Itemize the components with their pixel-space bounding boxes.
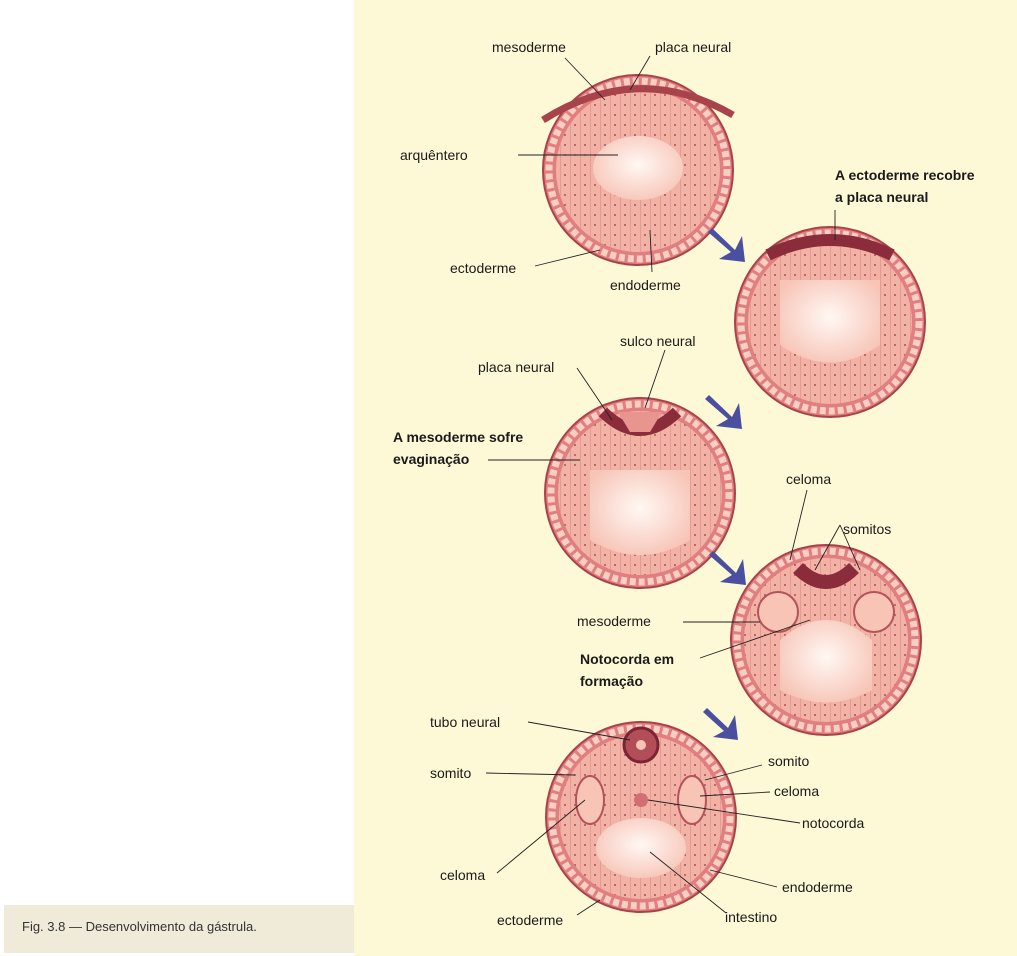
embryo-stage-3 (545, 398, 735, 588)
title-stage-2-line1: A ectoderme recobre (835, 167, 975, 183)
arrow-icon (705, 395, 742, 429)
label-endoderme-1: endoderme (610, 277, 681, 293)
title-stage-3-line1: A mesoderme sofre (393, 429, 523, 445)
label-celoma-4: celoma (786, 471, 831, 487)
label-placa-neural-3: placa neural (478, 359, 554, 375)
label-sulco-neural: sulco neural (620, 333, 696, 349)
label-mesoderme-4: mesoderme (577, 613, 651, 629)
embryo-stage-5 (546, 722, 736, 912)
label-tubo-neural: tubo neural (430, 714, 500, 730)
embryo-stage-1 (543, 75, 733, 265)
label-intestino: intestino (725, 909, 777, 925)
label-somitos: somitos (843, 521, 891, 537)
label-celoma-right: celoma (774, 783, 819, 799)
label-somito-left: somito (430, 765, 471, 781)
arrow-icon (703, 708, 738, 740)
label-celoma-left: celoma (440, 867, 485, 883)
label-ectoderme-5: ectoderme (497, 912, 563, 928)
title-stage-4-line1: Notocorda em (580, 651, 674, 667)
label-placa-neural-1: placa neural (655, 39, 731, 55)
label-ectoderme-1: ectoderme (450, 260, 516, 276)
label-arquentero: arquêntero (400, 147, 468, 163)
arrow-icon (708, 228, 745, 262)
embryo-stage-2 (735, 227, 925, 417)
label-notocorda: notocorda (802, 815, 864, 831)
title-stage-3-line2: evaginação (393, 451, 469, 467)
title-stage-4-line2: formação (580, 673, 643, 689)
label-mesoderme-1: mesoderme (492, 39, 566, 55)
label-somito-right: somito (768, 753, 809, 769)
title-stage-2-line2: a placa neural (835, 189, 928, 205)
arrow-icon (709, 551, 746, 585)
label-endoderme-5: endoderme (782, 879, 853, 895)
embryo-stage-4 (731, 545, 921, 735)
